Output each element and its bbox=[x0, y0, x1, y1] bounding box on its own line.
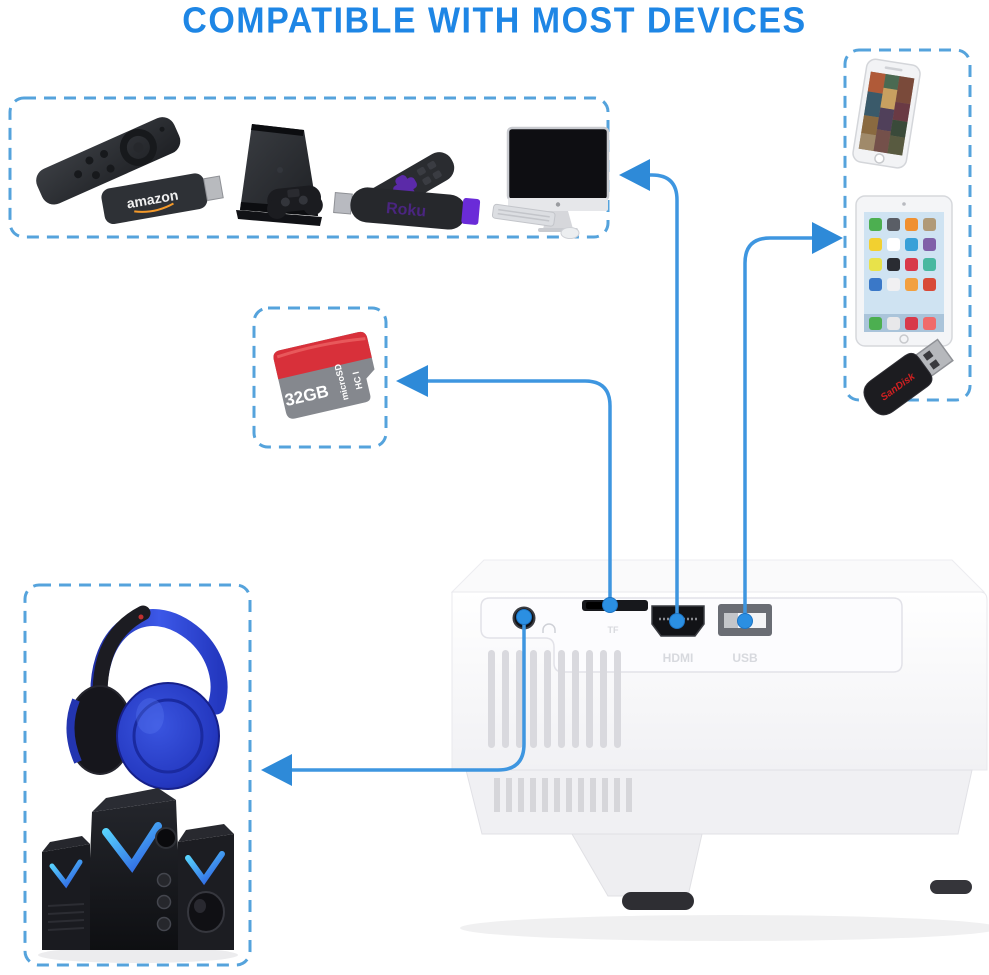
projector: TF HDMI USB bbox=[450, 559, 989, 941]
hdmi-line bbox=[650, 173, 679, 618]
ipad-icon bbox=[855, 195, 953, 347]
hdmi-port-label: HDMI bbox=[663, 651, 694, 665]
usb-flash-drive-icon: SanDisk bbox=[863, 338, 954, 416]
fire-tv-remote-icon bbox=[36, 117, 181, 205]
tf-line bbox=[428, 379, 612, 604]
tf-port-label: TF bbox=[608, 625, 619, 635]
projector-bottom-band bbox=[465, 769, 973, 835]
page-title: COMPATIBLE WITH MOST DEVICES bbox=[182, 1, 807, 41]
headphones-icon bbox=[66, 605, 228, 790]
bottom-vents bbox=[494, 778, 632, 812]
projector-foot bbox=[622, 892, 694, 910]
audio-arrow-icon bbox=[261, 754, 292, 786]
headphone-label-icon bbox=[542, 623, 556, 633]
audio-line bbox=[292, 616, 526, 772]
fire-tv-stick-icon: amazon bbox=[101, 173, 224, 225]
micro-sd-card-icon: 32GB microSD HC I bbox=[273, 331, 375, 419]
ps4-controller-icon bbox=[267, 185, 323, 219]
imac-keyboard-icon bbox=[491, 203, 556, 227]
roku-stick-icon: Roku bbox=[333, 187, 481, 230]
roku-logo-text: Roku bbox=[385, 200, 426, 220]
speaker-system-icon bbox=[38, 788, 238, 963]
usb-port-label: USB bbox=[732, 651, 758, 665]
arrowheads bbox=[261, 159, 843, 786]
usb-arrow-icon bbox=[812, 222, 843, 254]
sd-card-box bbox=[252, 306, 388, 449]
sd-class-text: HC I bbox=[351, 371, 365, 391]
imac-icon bbox=[491, 126, 610, 239]
tf-arrow-icon bbox=[396, 365, 428, 397]
imac-mouse-icon bbox=[560, 227, 580, 239]
iphone-icon bbox=[852, 58, 921, 169]
projector-foot bbox=[930, 880, 972, 894]
ps4-console-icon bbox=[236, 124, 323, 226]
vent-slats bbox=[488, 650, 621, 748]
connector-lines bbox=[292, 173, 812, 772]
hdmi-arrow-icon bbox=[619, 159, 650, 191]
port-dots bbox=[516, 597, 753, 629]
usb-line bbox=[743, 236, 812, 620]
audio-devices-box bbox=[23, 583, 252, 967]
